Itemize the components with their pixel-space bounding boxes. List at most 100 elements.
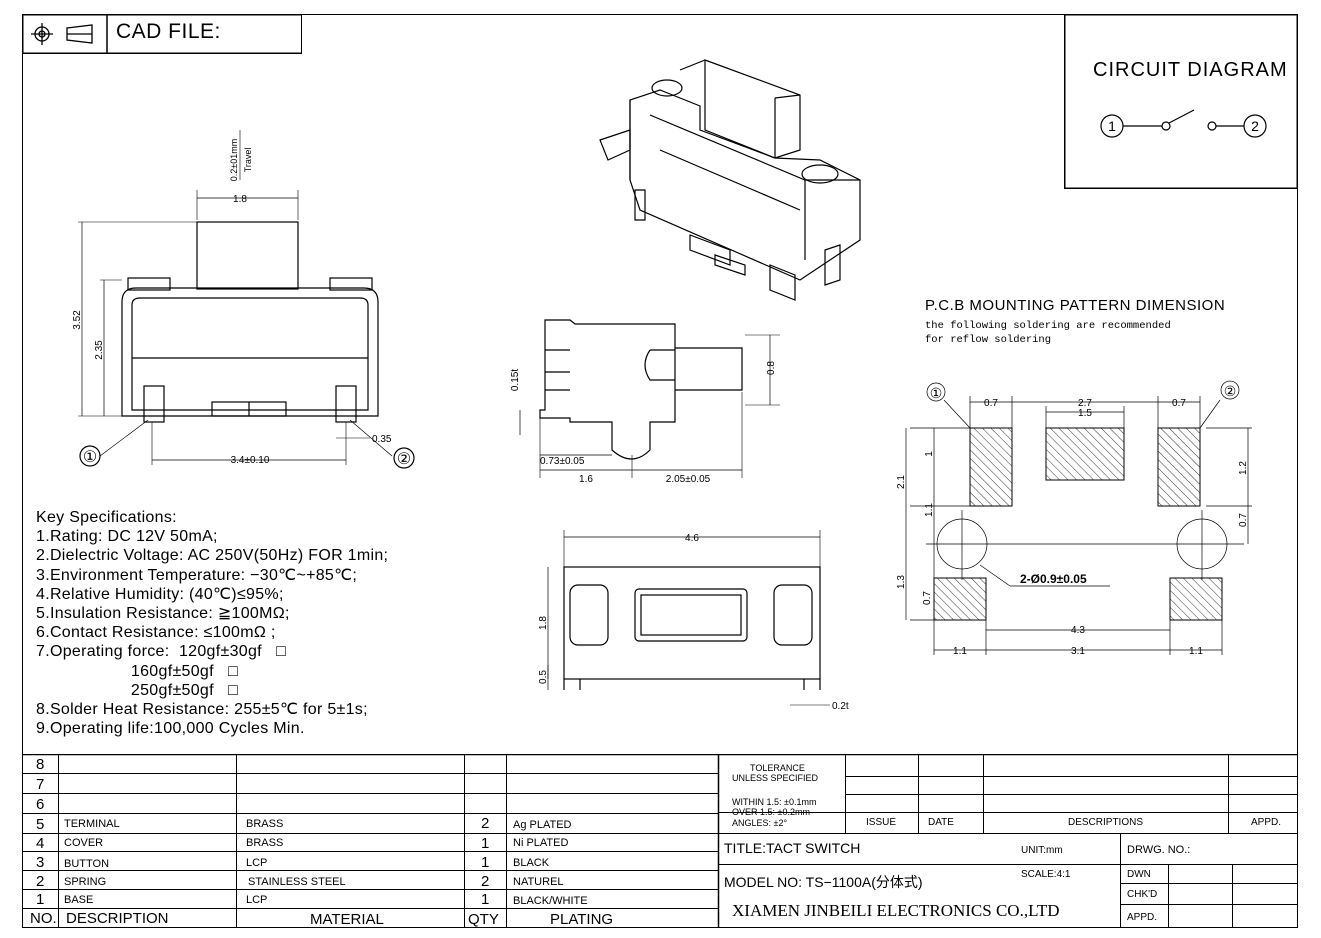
side-dim-1-6: 1.6 [579, 474, 593, 485]
front-dim-3-52: 3.52 [72, 310, 83, 330]
bom-row-qty: 2 [481, 873, 490, 890]
bom-row-desc: BUTTON [64, 858, 110, 870]
pcb-dim-1: 1 [924, 451, 935, 457]
bom-header-no: NO. [30, 910, 57, 927]
spec-line: 8.Solder Heat Resistance: 255±5℃ for 5±1… [36, 701, 368, 719]
bom-row-no: 8 [36, 756, 45, 773]
tolerance-over: OVER 1.5: ±0.2mm [732, 807, 810, 817]
bom-row-material: STAINLESS STEEL [248, 876, 346, 888]
spec-heading: Key Specifications: [36, 509, 177, 526]
drawing-number-label: DRWG. NO.: [1127, 844, 1191, 856]
spec-line: 2.Dielectric Voltage: AC 250V(50Hz) FOR … [36, 547, 389, 565]
pcb-title: P.C.B MOUNTING PATTERN DIMENSION [925, 297, 1226, 314]
pcb-dim-0-7d: 0.7 [922, 591, 933, 605]
approved-label: APPD. [1127, 912, 1158, 923]
pcb-dim-0-7c: 0.7 [1238, 513, 1249, 527]
issue-header: ISSUE [866, 817, 897, 828]
bom-row-no: 4 [36, 835, 45, 852]
bom-row-material: LCP [246, 857, 268, 869]
bom-header-plating: PLATING [550, 911, 614, 928]
pcb-dim-4-3: 4.3 [1071, 625, 1085, 636]
side-dim-2-05: 2.05±0.05 [666, 474, 711, 485]
bom-row-plating: Ag PLATED [513, 819, 572, 831]
bom-row-no: 5 [36, 816, 45, 833]
side-dim-0-15t: 0.15t [510, 369, 521, 391]
tolerance-within: WITHIN 1.5: ±0.1mm [732, 797, 817, 807]
pcb-dim-3-1: 3.1 [1071, 646, 1085, 657]
descriptions-header: DESCRIPTIONS [1068, 817, 1144, 828]
side-view-drawing: 0.15t 0.8 0.73±0.05 1.6 2.05±0.05 [510, 319, 780, 485]
header-box [22, 14, 302, 54]
bom-row-plating: BLACK/WHITE [513, 895, 588, 907]
bom-header-qty: QTY [468, 911, 499, 928]
circuit-pin1: 1 [1108, 118, 1116, 134]
side-dim-0-73: 0.73±0.05 [540, 456, 585, 467]
front-dim-3-4: 3.4±0.10 [231, 455, 270, 466]
spec-line: 5.Insulation Resistance: ≧100MΩ; [36, 605, 290, 623]
tolerance-unless: UNLESS SPECIFIED [732, 773, 819, 783]
bom-row-no: 3 [36, 854, 45, 871]
bom-row-desc: COVER [64, 837, 104, 849]
pcb-pattern-drawing: 0.7 2.7 1.5 0.7 1 2.1 1.2 1.1 0.7 1.3 0.… [896, 380, 1252, 657]
front-travel: 0.2±01mm [229, 139, 239, 181]
pcb-dim-2-7: 2.7 [1078, 398, 1092, 409]
unit-label: UNIT:mm [1021, 845, 1063, 856]
front-pin2: ② [397, 451, 411, 468]
pcb-dim-1-1a: 1.1 [953, 646, 967, 657]
bom-header-description: DESCRIPTION [66, 910, 169, 927]
pcb-dim-2-1: 2.1 [896, 475, 907, 489]
circuit-diagram-box: 1 2 [1064, 14, 1298, 189]
tolerance-angles: ANGLES: ±2° [732, 818, 788, 828]
pcb-dim-1-5: 1.5 [1078, 408, 1092, 419]
bom-header-material: MATERIAL [310, 911, 384, 928]
circuit-pin2: 2 [1251, 118, 1259, 134]
pcb-note-1: the following soldering are recommended [925, 320, 1171, 332]
bom-row-no: 6 [36, 796, 45, 813]
front-travel-label: Travel [243, 148, 253, 173]
pcb-note-2: for reflow soldering [925, 334, 1052, 346]
bom-row-qty: 1 [481, 891, 490, 908]
bom-row-no: 1 [36, 891, 45, 908]
bom-row-plating: Ni PLATED [513, 837, 569, 849]
pcb-dim-1-1b: 1.1 [1189, 646, 1203, 657]
bom-row-no: 7 [36, 776, 45, 793]
spec-line: 9.Operating life:100,000 Cycles Min. [36, 720, 305, 738]
bom-row-plating: NATUREL [513, 876, 564, 888]
pcb-dim-1-2: 1.2 [1238, 461, 1249, 475]
bottom-dim-0-5: 0.5 [538, 670, 549, 684]
spec-line: 6.Contact Resistance: ≤100mΩ ; [36, 624, 276, 642]
pcb-pin1: ① [930, 385, 943, 401]
appd-header: APPD. [1251, 817, 1282, 828]
pcb-dim-1-3: 1.3 [896, 575, 907, 589]
model-number: MODEL NO: TS−1100A(分体式) [724, 874, 923, 890]
bom-row-qty: 1 [481, 835, 490, 852]
front-dim-1-8: 1.8 [233, 194, 247, 205]
front-pin1: ① [83, 449, 97, 466]
tolerance-label: TOLERANCE [750, 763, 805, 773]
bottom-dim-0-2t: 0.2t [832, 701, 849, 712]
bom-row-material: BRASS [246, 837, 284, 849]
spec-line: 3.Environment Temperature: −30℃~+85℃; [36, 566, 358, 584]
checked-label: CHK'D [1127, 889, 1158, 900]
pcb-dim-1-1: 1.1 [924, 503, 935, 517]
spec-line: 1.Rating: DC 12V 50mA; [36, 528, 218, 546]
spec-line: 250gf±50gf □ [36, 681, 239, 699]
spec-line: 160gf±50gf □ [36, 662, 239, 680]
spec-line: 7.Operating force: 120gf±30gf □ [36, 643, 287, 661]
bottom-dim-1-8: 1.8 [538, 616, 549, 630]
bom-row-qty: 2 [481, 815, 490, 832]
third-angle-projection-icon [31, 23, 93, 45]
front-view-drawing: 1.8 3.52 2.35 3.4±0.10 0.35 0.2±01mm Tra… [72, 130, 415, 469]
front-dim-2-35: 2.35 [94, 340, 105, 360]
bom-row-material: LCP [246, 894, 268, 906]
dwn-label: DWN [1127, 869, 1151, 880]
bom-row-plating: BLACK [513, 857, 550, 869]
spec-line: 4.Relative Humidity: (40℃)≤95%; [36, 585, 284, 603]
scale-label: SCALE:4:1 [1021, 869, 1071, 880]
drawing-frame [22, 14, 1298, 928]
isometric-view-drawing [599, 59, 861, 301]
key-specifications: Key Specifications: 1.Rating: DC 12V 50m… [36, 508, 388, 738]
drawing-title: TITLE:TACT SWITCH [724, 840, 861, 856]
cad-file-label: CAD FILE: [116, 20, 221, 43]
pcb-dim-0-7b: 0.7 [1172, 398, 1186, 409]
